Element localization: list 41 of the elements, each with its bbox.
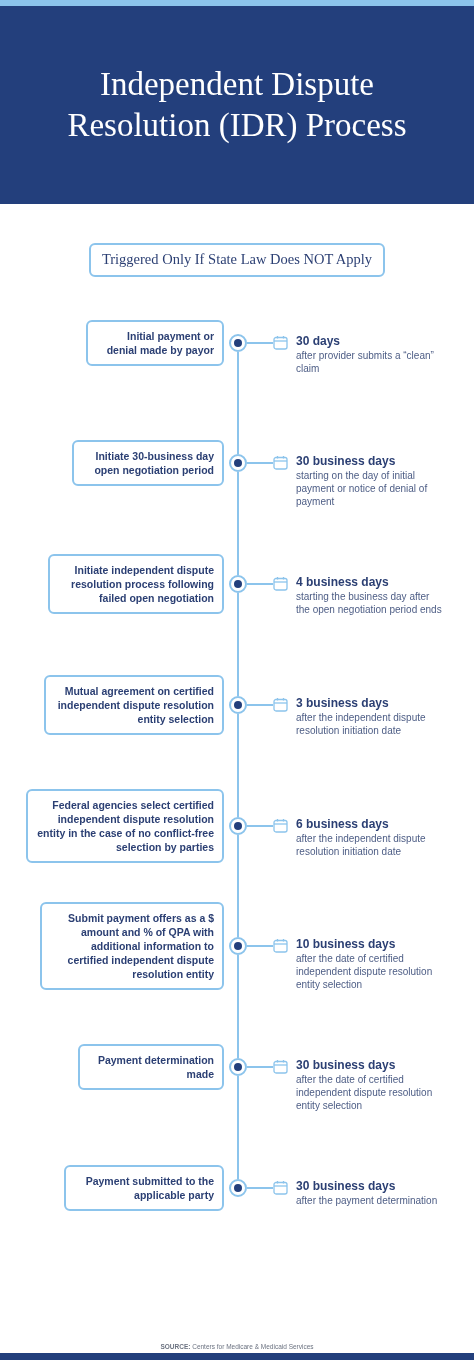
connector-line (237, 954, 239, 1059)
connector-line (246, 583, 274, 585)
connector-line (246, 462, 274, 464)
connector-line (237, 351, 239, 455)
step-box: Mutual agreement on certified independent dispute resolution entity selection (44, 675, 224, 735)
duration-heading: 30 business days (296, 454, 397, 469)
duration-heading: 10 business days (296, 937, 397, 952)
duration-description: starting the business day after the open negotiation period ends (296, 590, 443, 616)
duration-description: after the date of certified independent dispute resolution entity selection (296, 1073, 434, 1112)
connector-line (246, 1066, 274, 1068)
step-box: Initiate independent dispute resolution process following failed open negotiation (48, 554, 224, 614)
duration-description: after the date of certified independent dispute resolution entity selection (296, 952, 434, 991)
connector-line (246, 1187, 274, 1189)
condition-box: Triggered Only If State Law Does NOT Apply (89, 243, 385, 277)
connector-line (237, 834, 239, 938)
duration-description: starting on the day of initial payment or notice of denial of payment (296, 469, 429, 508)
step-box: Payment submitted to the applicable party (64, 1165, 224, 1211)
connector-line (237, 1075, 239, 1180)
connector-line (246, 945, 274, 947)
duration-heading: 30 business days (296, 1179, 397, 1194)
duration-heading: 3 business days (296, 696, 390, 711)
duration-heading: 4 business days (296, 575, 390, 590)
connector-line (237, 471, 239, 576)
duration-description: after the independent dispute resolution initiation date (296, 711, 427, 737)
duration-description: after provider submits a “clean” claim (296, 349, 435, 375)
step-box: Initiate 30-business day open negotiation period (72, 440, 224, 486)
duration-description: after the payment determination (296, 1194, 439, 1207)
connector-line (246, 825, 274, 827)
step-box: Submit payment offers as a $ amount and % of QPA with additional information to certified independent dispute resolution entity (40, 902, 224, 990)
connector-line (246, 342, 274, 344)
step-box: Federal agencies select certified independent dispute resolution entity in the case of no conflict-free selection by parties (26, 789, 224, 863)
title: Independent Dispute Resolution (IDR) Process (66, 65, 408, 145)
connector-line (237, 592, 239, 697)
duration-heading: 30 days (296, 334, 342, 349)
connector-line (237, 713, 239, 818)
duration-description: after the independent dispute resolution initiation date (296, 832, 427, 858)
connector-line (246, 704, 274, 706)
duration-heading: 6 business days (296, 817, 390, 832)
duration-heading: 30 business days (296, 1058, 397, 1073)
step-box: Payment determination made (78, 1044, 224, 1090)
step-box: Initial payment or denial made by payor (86, 320, 224, 366)
